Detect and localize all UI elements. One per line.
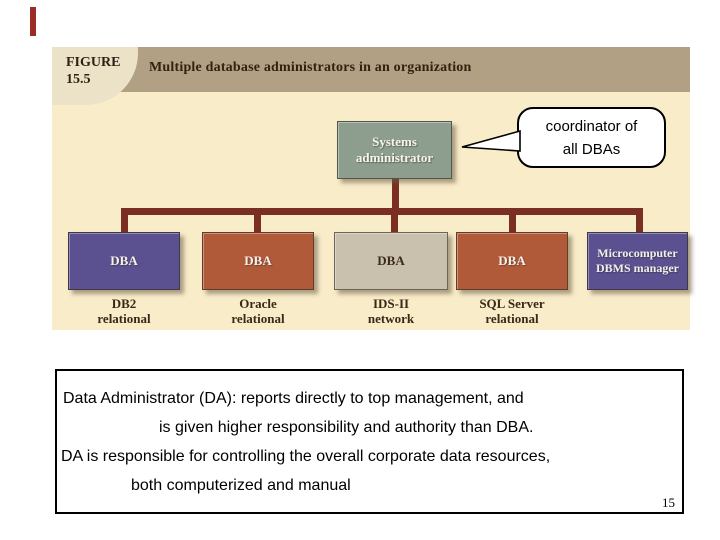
connector-drop-2 [254, 215, 261, 234]
connector-drop-5 [636, 215, 643, 234]
org-box-label: DBA [498, 253, 526, 268]
org-box-dba-oracle: DBA [202, 232, 314, 290]
connector-drop-4 [509, 215, 516, 234]
caption-db2-relational: DB2 relational [97, 296, 151, 326]
connector-root-drop [392, 179, 399, 209]
connector-drop-1 [121, 215, 128, 234]
callout-text: coordinator of [545, 117, 638, 135]
connector-horizontal-bar [121, 208, 643, 215]
org-box-systems-administrator: Systems administrator [337, 121, 452, 179]
figure-number: 15.5 [66, 72, 91, 87]
org-box-label: administrator [355, 150, 434, 165]
notes-text-box: Data Administrator (DA): reports directl… [55, 369, 684, 514]
org-box-label: DBA [244, 253, 272, 268]
org-box-label: DBMS manager [596, 261, 679, 275]
notes-line: is given higher responsibility and autho… [159, 419, 534, 436]
caption-oracle-relational: Oracle relational [231, 296, 285, 326]
figure-panel: FIGURE 15.5 Multiple database administra… [52, 47, 690, 330]
org-box-dba-ids: DBA [334, 232, 448, 290]
caption-ids-network: IDS-II network [367, 296, 415, 326]
caption-sqlserver-relational: SQL Server relational [479, 296, 545, 326]
figure-word: FIGURE [66, 55, 121, 70]
notes-line: both computerized and manual [131, 477, 351, 494]
org-box-label: Microcomputer [597, 246, 678, 260]
notes-line: DA is responsible for controlling the ov… [61, 448, 551, 465]
notes-line: Data Administrator (DA): reports directl… [63, 390, 524, 407]
org-box-dba-db2: DBA [68, 232, 180, 290]
slide-accent-mark [30, 7, 36, 36]
page-number: 15 [662, 495, 675, 510]
callout-bubble: coordinator of all DBAs [517, 107, 666, 168]
callout-text: all DBAs [562, 140, 621, 158]
connector-drop-3 [391, 215, 398, 234]
org-box-microcomputer-dbms-manager: Microcomputer DBMS manager [587, 232, 688, 290]
org-box-label: DBA [110, 253, 138, 268]
figure-title-band [52, 47, 690, 92]
org-box-label: DBA [377, 253, 405, 268]
org-box-dba-sqlserver: DBA [456, 232, 568, 290]
figure-title: Multiple database administrators in an o… [149, 60, 472, 75]
org-box-label: Systems [372, 134, 417, 149]
